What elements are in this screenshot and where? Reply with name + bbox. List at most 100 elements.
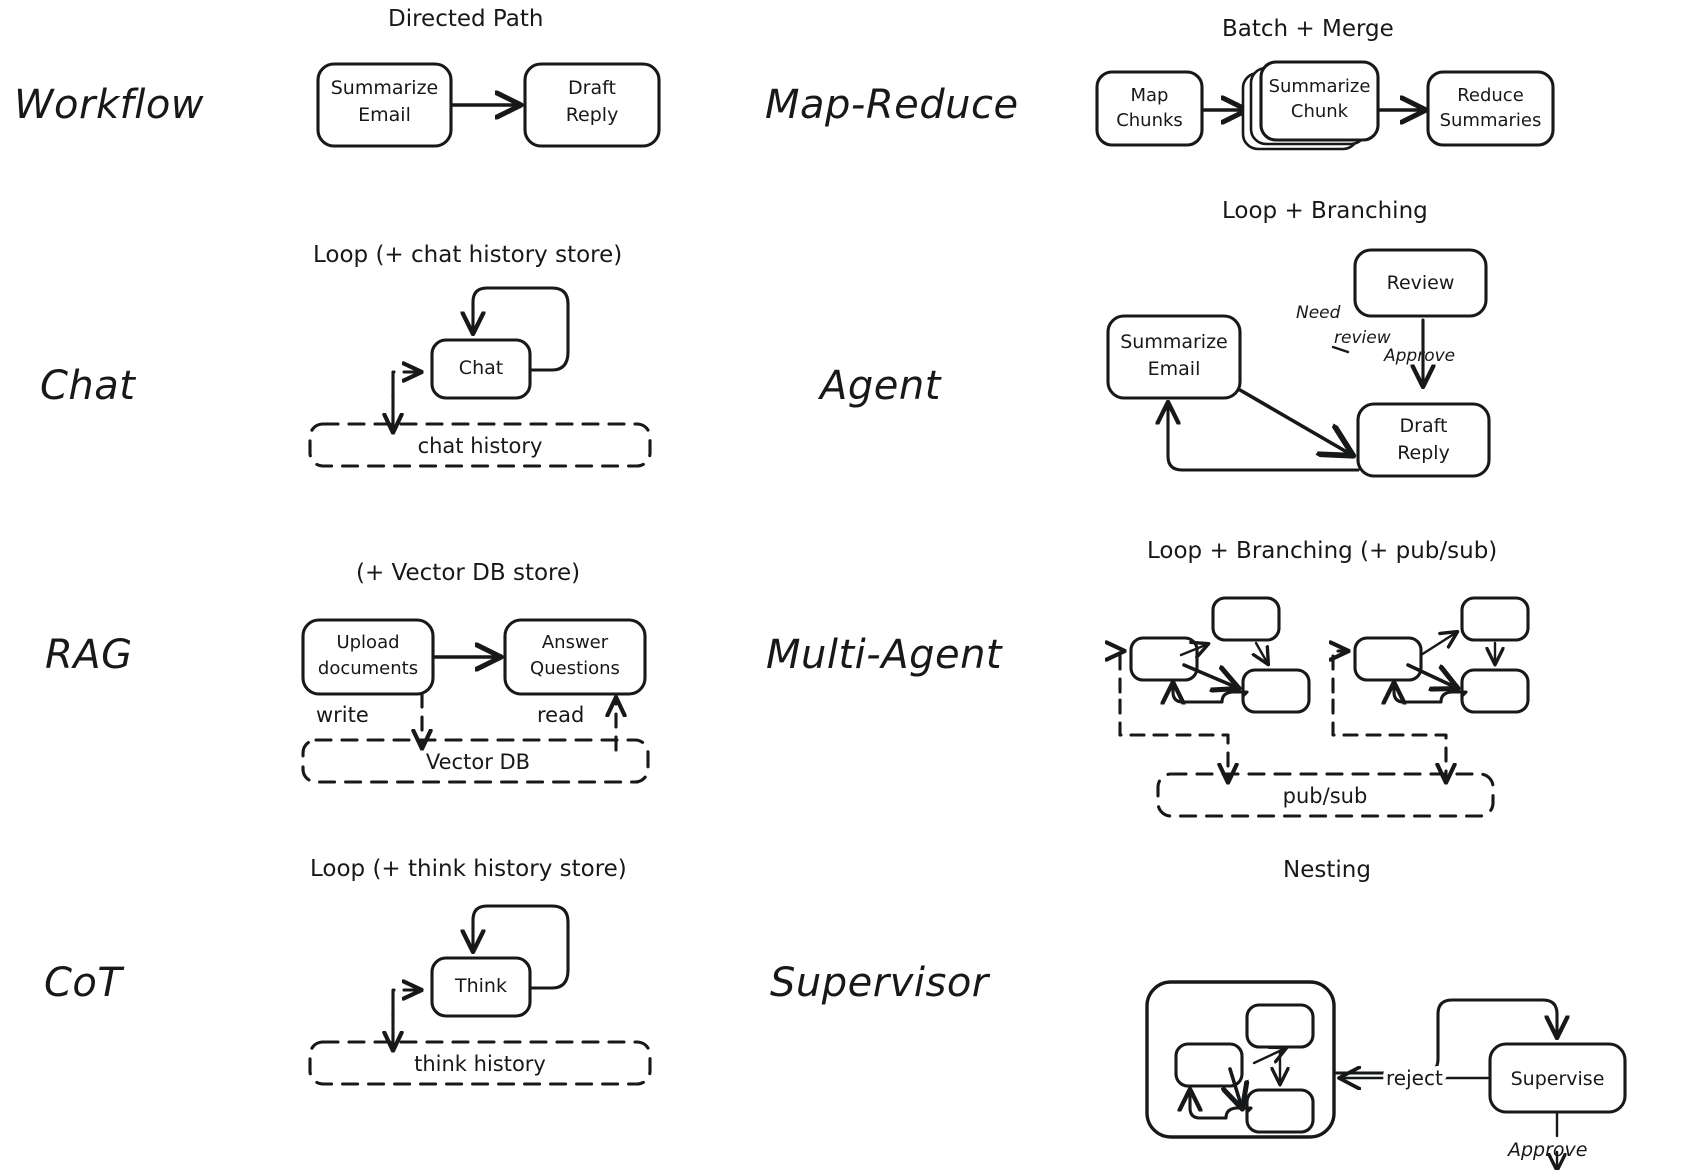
edge-b-pubsub-out	[1331, 698, 1446, 782]
node-review-label: Review	[1387, 272, 1455, 294]
node-think-label: Think	[454, 975, 507, 997]
store-think-history[interactable]	[308, 1040, 652, 1086]
node-nested-left[interactable]	[1174, 1042, 1244, 1088]
node-reduce-summaries-line1: Reduce	[1457, 85, 1524, 106]
row-label-map-reduce: Map-Reduce	[765, 82, 1019, 128]
store-vector-db-label: Vector DB	[426, 750, 530, 774]
caption-loop-branching-pubsub: Loop + Branching (+ pub/sub)	[1147, 538, 1498, 564]
cot-diagram: Think think history	[308, 904, 652, 1086]
chat-diagram: Chat chat history	[308, 286, 652, 468]
node-agent-summarize-email[interactable]	[1106, 314, 1242, 400]
caption-loop-chat-store: Loop (+ chat history store)	[313, 242, 623, 268]
node-agent-summarize-line1: Summarize	[1120, 331, 1228, 353]
edge-chat-self-loop	[473, 286, 570, 372]
edge-b-left-to-right	[1406, 663, 1457, 688]
row-label-multi-agent: Multi-Agent	[766, 632, 1003, 678]
caption-loop-think-store: Loop (+ think history store)	[310, 856, 627, 882]
node-reduce-summaries[interactable]	[1426, 70, 1555, 147]
node-cluster-b-top[interactable]	[1460, 596, 1530, 642]
edge-a-left-to-right	[1182, 663, 1238, 688]
node-agent-draft-reply[interactable]	[1356, 402, 1491, 478]
store-vector-db[interactable]	[301, 738, 650, 784]
node-review[interactable]	[1353, 248, 1488, 318]
edge-label-supervise-approve: Approve	[1506, 1139, 1588, 1161]
node-cluster-a-top[interactable]	[1211, 596, 1281, 642]
node-agent-draft-line2: Reply	[1397, 442, 1450, 464]
node-nested-top[interactable]	[1245, 1003, 1315, 1049]
row-label-chat: Chat	[40, 363, 136, 409]
edge-label-write: write	[316, 703, 369, 727]
node-cluster-b-left[interactable]	[1353, 636, 1423, 682]
edge-a-pubsub-in	[1120, 651, 1124, 694]
store-chat-history[interactable]	[308, 422, 652, 468]
edge-a-pubsub-out	[1118, 698, 1228, 782]
edge-label-approve: Approve	[1383, 346, 1455, 366]
node-map-chunks-line1: Map	[1131, 85, 1169, 106]
multi-agent-cluster-a	[1118, 596, 1311, 782]
node-summarize-email-line1: Summarize	[331, 77, 439, 99]
edge-label-reject-halo: reject	[1386, 1066, 1443, 1090]
edge-label-review: review	[1334, 328, 1391, 348]
node-draft-reply-line1: Draft	[568, 77, 616, 99]
node-draft-reply-line2: Reply	[566, 104, 619, 126]
edge-group-to-supervise	[1334, 998, 1557, 1075]
node-summarize-email-line2: Email	[358, 104, 411, 126]
edge-nested-left-to-right	[1230, 1067, 1242, 1108]
edge-a-top-to-right	[1256, 641, 1268, 664]
caption-directed-path: Directed Path	[388, 6, 544, 32]
edge-need-review-stub	[1331, 345, 1350, 354]
edge-a-right-back-to-left	[1173, 683, 1249, 702]
caption-loop-branching: Loop + Branching	[1222, 198, 1428, 224]
row-label-cot: CoT	[44, 960, 123, 1006]
multi-agent-cluster-b	[1331, 596, 1530, 782]
store-pub-sub-label: pub/sub	[1283, 784, 1368, 808]
edge-b-left-to-top	[1419, 632, 1457, 657]
node-answer-questions[interactable]	[503, 618, 647, 696]
caption-vector-db-store: (+ Vector DB store)	[356, 560, 581, 586]
workflow-diagram: Summarize Email Draft Reply	[316, 62, 661, 148]
row-label-rag: RAG	[45, 632, 133, 678]
node-summarize-chunk[interactable]	[1259, 60, 1380, 142]
group-nested-agent[interactable]	[1145, 980, 1336, 1139]
node-map-chunks-line2: Chunks	[1116, 110, 1183, 131]
node-map-chunks[interactable]	[1095, 70, 1204, 147]
node-chat[interactable]	[430, 338, 532, 400]
caption-batch-merge: Batch + Merge	[1222, 16, 1394, 42]
node-cluster-a-left[interactable]	[1129, 636, 1199, 682]
edge-label-reject: reject	[1386, 1066, 1443, 1090]
edge-label-need: Need	[1296, 303, 1341, 323]
node-chat-label: Chat	[459, 357, 503, 379]
edge-b-right-back-to-left	[1394, 683, 1468, 702]
edge-summarize-to-draft-direct	[1238, 388, 1352, 455]
agent-diagram: Summarize Email Need review Review Appro…	[1106, 248, 1491, 478]
node-cluster-b-right[interactable]	[1460, 668, 1530, 714]
edge-nested-left-to-top	[1252, 1048, 1286, 1065]
store-chat-history-label: chat history	[418, 434, 543, 458]
node-draft-reply[interactable]	[523, 62, 661, 148]
edge-b-pubsub-in	[1333, 651, 1348, 694]
store-pub-sub[interactable]	[1156, 772, 1495, 818]
row-label-agent: Agent	[820, 363, 941, 409]
node-upload-line2: documents	[318, 658, 418, 679]
row-label-workflow: Workflow	[14, 82, 205, 128]
edge-nested-right-back-to-left	[1190, 1090, 1253, 1120]
node-upload-documents[interactable]	[301, 618, 435, 696]
node-upload-line1: Upload	[336, 632, 399, 653]
node-cluster-a-right[interactable]	[1241, 668, 1311, 714]
node-agent-draft-line1: Draft	[1400, 415, 1448, 437]
edge-chat-history-read	[391, 372, 421, 432]
row-label-supervisor: Supervisor	[770, 960, 989, 1006]
node-agent-summarize-line2: Email	[1148, 358, 1201, 380]
node-nested-right[interactable]	[1245, 1088, 1315, 1134]
node-supervise-label: Supervise	[1511, 1068, 1605, 1090]
edge-draft-back-to-summarize	[1168, 403, 1360, 472]
edge-think-history-read	[391, 990, 421, 1050]
rag-diagram: Upload documents Answer Questions write …	[301, 618, 650, 784]
node-summarize-chunk-line1: Summarize	[1269, 76, 1371, 97]
multi-agent-diagram: pub/sub	[1118, 596, 1530, 818]
node-think[interactable]	[430, 956, 532, 1018]
supervisor-diagram: Supervise reject reject Approve	[1145, 980, 1627, 1170]
edge-a-left-to-top	[1179, 644, 1208, 655]
map-reduce-diagram: Map Chunks Summarize Chunk Reduce Summar…	[1095, 60, 1555, 151]
